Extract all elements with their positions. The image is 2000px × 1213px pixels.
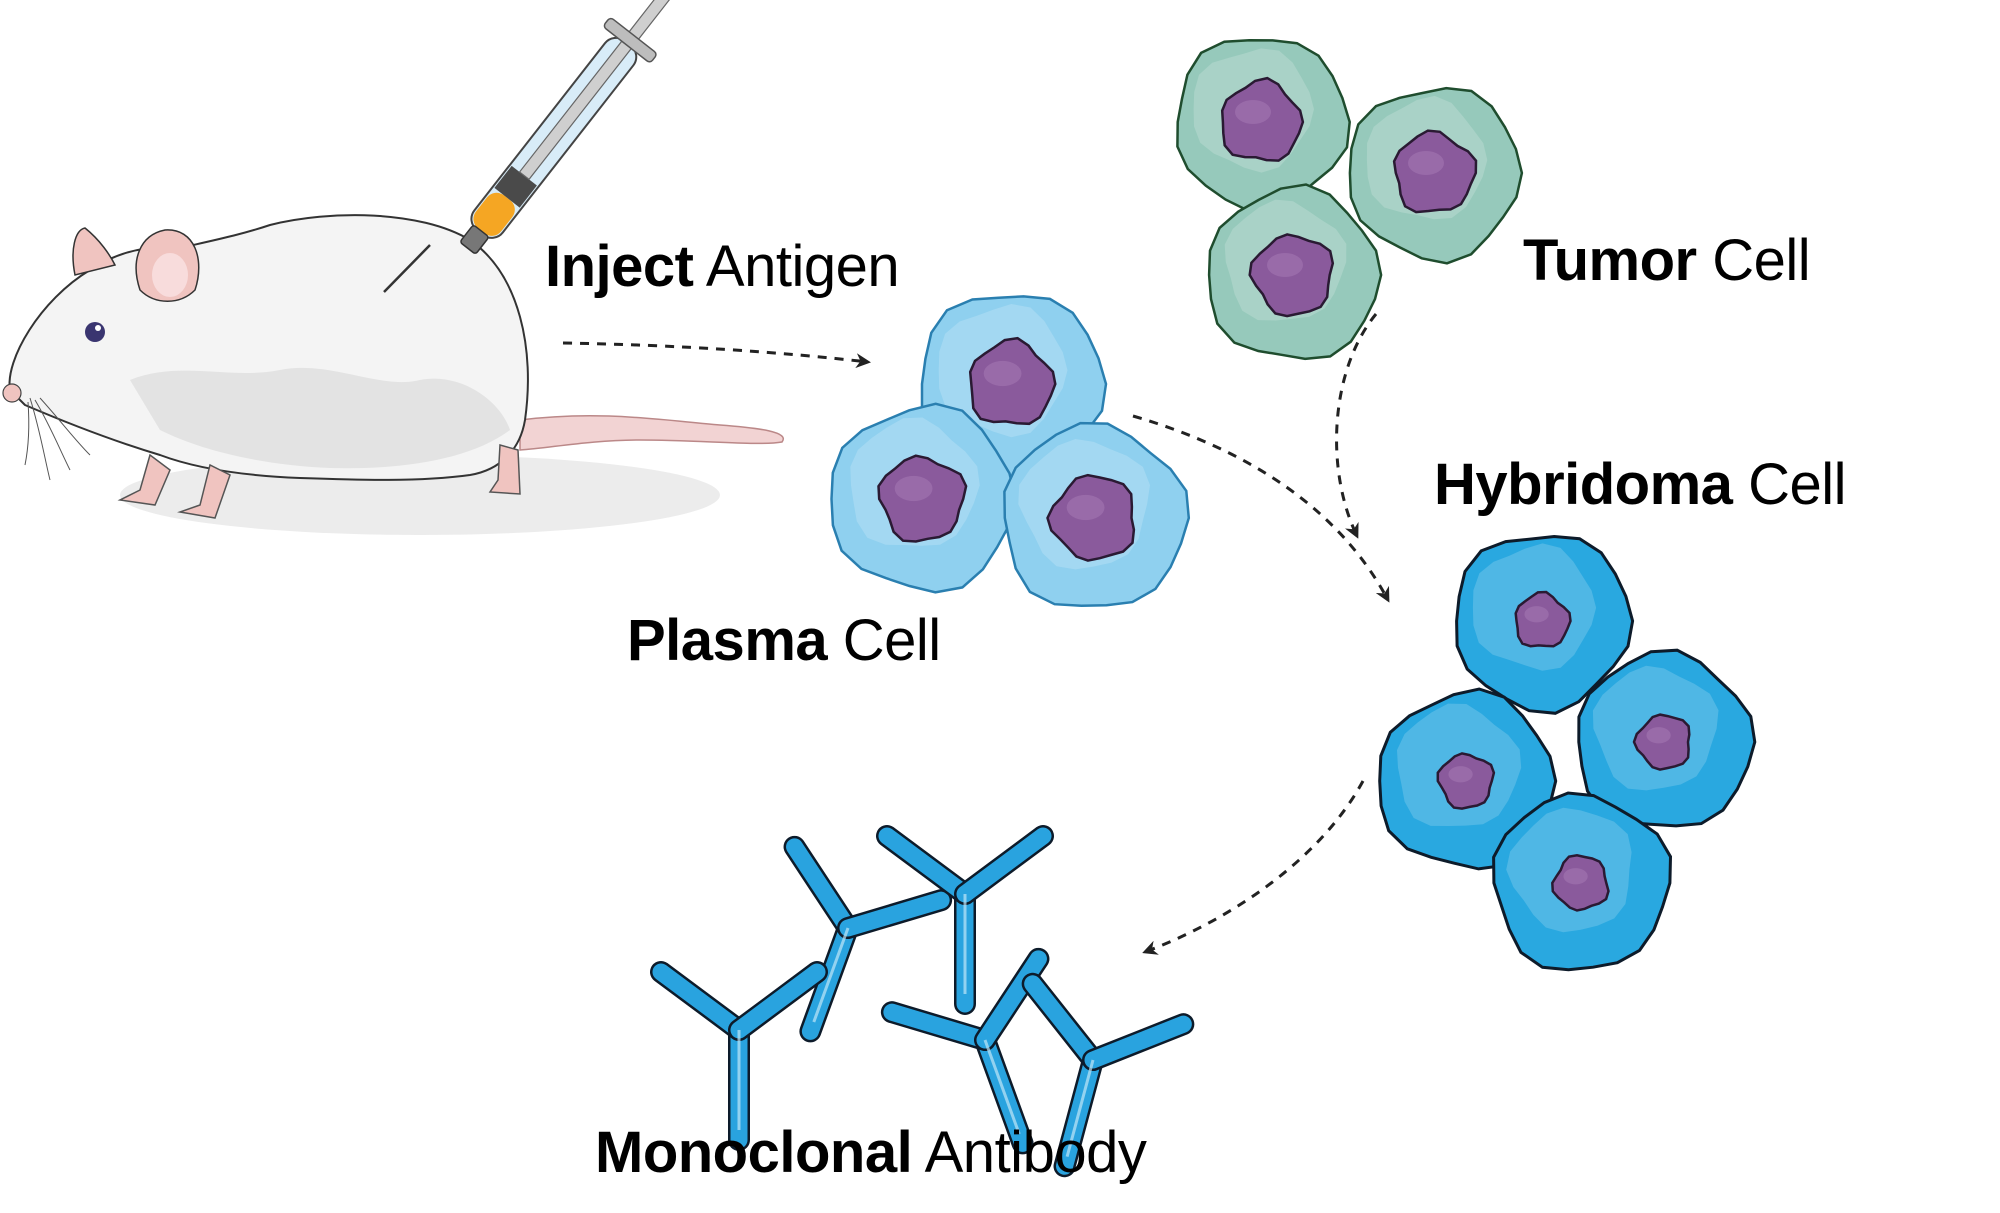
label-monoclonal-antibody: Monoclonal Antibody bbox=[595, 1124, 1147, 1182]
plasma-cell-group bbox=[830, 295, 1191, 607]
plasma-cell bbox=[1003, 421, 1191, 607]
label-tumor-cell: Tumor Cell bbox=[1523, 232, 1811, 290]
mouse-eye bbox=[85, 322, 105, 342]
mouse-ear-inner bbox=[152, 253, 188, 297]
tumor-cell bbox=[1207, 183, 1383, 361]
antibody-arm bbox=[839, 891, 950, 937]
syringe-liquid bbox=[473, 192, 515, 236]
hybridoma-cell bbox=[1577, 648, 1757, 828]
mouse-whiskers bbox=[24, 397, 91, 481]
antibody bbox=[650, 961, 828, 1151]
hybridoma-cell bbox=[1492, 791, 1673, 972]
plasma-cell bbox=[830, 402, 1017, 594]
antibody-shine bbox=[812, 927, 850, 1023]
label-plasma-normal: Cell bbox=[842, 608, 941, 673]
antibody-arm bbox=[786, 838, 857, 937]
nucleus-highlight bbox=[894, 475, 933, 502]
mouse-ear-back bbox=[72, 227, 117, 276]
mouse-front-leg bbox=[117, 453, 171, 506]
arrows bbox=[562, 313, 1390, 955]
nucleus-highlight bbox=[1448, 766, 1473, 783]
antibody bbox=[880, 947, 1050, 1155]
antibody bbox=[783, 835, 953, 1043]
label-inject-normal: Antigen bbox=[705, 234, 900, 299]
mouse-hind-leg bbox=[488, 444, 521, 495]
label-hybridoma-cell: Hybridoma Cell bbox=[1434, 456, 1846, 514]
mouse-illustration bbox=[2, 214, 785, 535]
tumor-cell bbox=[1176, 39, 1351, 212]
label-inject-bold: Inject bbox=[545, 234, 694, 299]
antibody-arm bbox=[652, 963, 748, 1039]
label-hybridoma-normal: Cell bbox=[1748, 452, 1846, 517]
hybridoma-cell bbox=[1455, 534, 1635, 715]
nucleus-highlight bbox=[1563, 868, 1588, 885]
antibody-arm bbox=[730, 963, 826, 1039]
tumor-cell bbox=[1348, 86, 1524, 265]
arrow-hybridoma-to-antibody bbox=[1142, 780, 1365, 955]
antibody-shine bbox=[983, 1039, 1021, 1135]
antibody-shine bbox=[1065, 1059, 1095, 1157]
label-hybridoma-bold: Hybridoma bbox=[1434, 452, 1733, 517]
mouse-nose bbox=[2, 383, 22, 403]
syringe-needle bbox=[383, 244, 431, 293]
nucleus-highlight bbox=[1524, 606, 1549, 623]
label-antibody-bold: Monoclonal bbox=[595, 1120, 913, 1185]
nucleus-highlight bbox=[1066, 494, 1105, 521]
antibody-arm bbox=[976, 950, 1047, 1049]
label-tumor-normal: Cell bbox=[1712, 228, 1811, 293]
mouse-tail bbox=[519, 414, 785, 451]
nucleus-highlight bbox=[1646, 727, 1671, 744]
antibody-arm bbox=[956, 827, 1052, 903]
antibody bbox=[1021, 972, 1195, 1178]
syringe-hub bbox=[460, 225, 489, 254]
arrow-tumor-to-hybridoma bbox=[1335, 313, 1378, 539]
antibody-arm bbox=[883, 1003, 994, 1049]
nucleus-highlight bbox=[1267, 253, 1303, 277]
antibody bbox=[876, 825, 1054, 1015]
syringe-illustration bbox=[383, 0, 684, 293]
antibody-arm bbox=[878, 827, 974, 903]
mouse-middle-leg bbox=[177, 463, 231, 519]
label-plasma-bold: Plasma bbox=[627, 608, 828, 673]
label-antibody-normal: Antibody bbox=[924, 1120, 1147, 1185]
hybridoma-cell-group bbox=[1378, 534, 1757, 972]
label-inject-antigen: Inject Antigen bbox=[545, 238, 900, 296]
nucleus-highlight bbox=[983, 360, 1022, 387]
syringe-flange bbox=[603, 17, 657, 63]
mouse-shading bbox=[130, 367, 510, 469]
antibody-group bbox=[650, 825, 1195, 1178]
hybridoma-cell bbox=[1378, 687, 1558, 871]
label-tumor-bold: Tumor bbox=[1523, 228, 1697, 293]
mouse-eye-highlight bbox=[95, 325, 101, 331]
syringe-plunger-tip bbox=[494, 165, 537, 208]
antibody-arm bbox=[1024, 975, 1102, 1069]
syringe-plunger-rod bbox=[518, 0, 684, 181]
nucleus-highlight bbox=[1408, 151, 1444, 175]
label-plasma-cell: Plasma Cell bbox=[627, 612, 941, 670]
tumor-cell-group bbox=[1176, 39, 1524, 361]
arrow-mouse-to-plasma bbox=[562, 341, 871, 369]
nucleus-highlight bbox=[1235, 100, 1271, 124]
antibody-arm bbox=[1084, 1015, 1192, 1069]
